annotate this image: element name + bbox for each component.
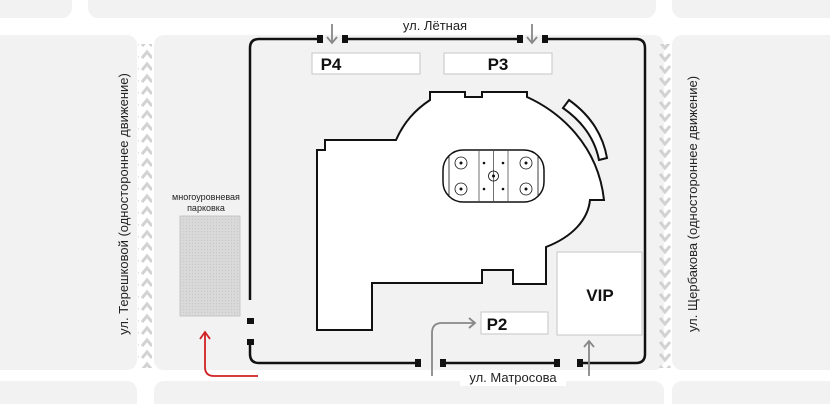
zone-vip: VIP — [556, 251, 643, 336]
entry-arrows — [326, 24, 595, 376]
parking-label-line1: многоуровневая — [172, 192, 240, 202]
perimeter-fence — [248, 37, 647, 365]
one-way-strip-left — [138, 44, 152, 368]
one-way-strip-right — [658, 44, 672, 368]
ice-rink-icon — [442, 149, 545, 203]
zone-p3: P3 — [443, 52, 553, 75]
zone-p2: P2 — [480, 311, 549, 335]
arrow-up-icon — [583, 339, 595, 376]
street-label-right: ул. Щербакова (одностороннее движение) — [685, 76, 700, 332]
street-label-bottom: ул. Матросова — [469, 370, 557, 385]
arrow-down-icon — [326, 24, 338, 45]
gate-markers — [247, 35, 583, 367]
zone-p4-label: P4 — [321, 55, 342, 74]
parking-label-line2: парковка — [187, 203, 225, 213]
arrow-turn-right-icon — [431, 317, 477, 376]
multilevel-parking: многоуровневая парковка — [172, 192, 241, 317]
zone-p4: P4 — [311, 52, 421, 75]
arrow-down-icon — [526, 24, 538, 45]
zone-p2-label: P2 — [487, 315, 508, 334]
arena-stand-curve — [561, 98, 609, 162]
zone-p3-label: P3 — [488, 55, 509, 74]
red-route-arrow-icon — [199, 330, 258, 377]
zone-vip-label: VIP — [586, 286, 613, 305]
street-label-top: ул. Лётная — [403, 18, 467, 33]
street-label-left: ул. Терешковой (одностороннее движение) — [116, 73, 131, 335]
